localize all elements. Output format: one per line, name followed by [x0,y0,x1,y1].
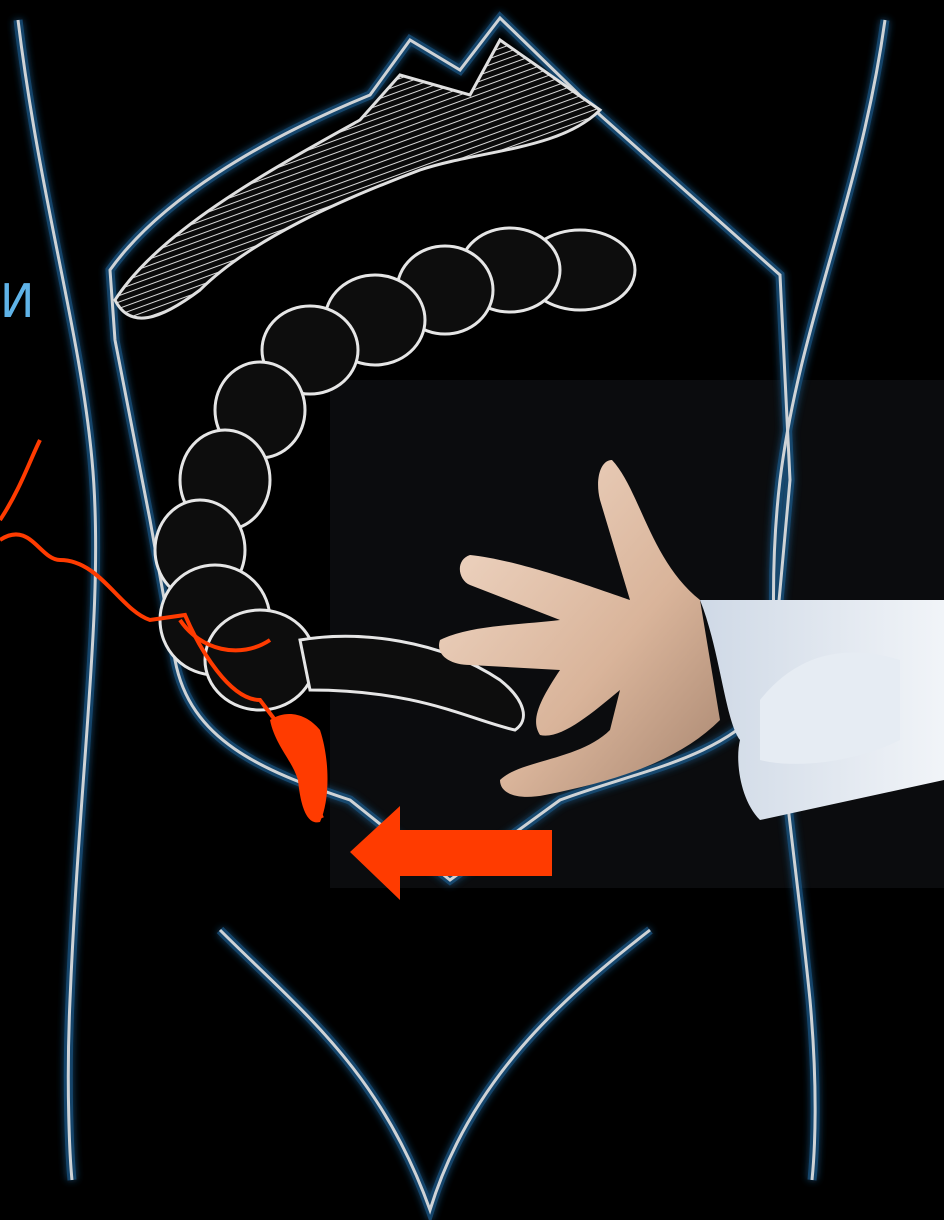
gloved-hand-photo [439,460,944,820]
